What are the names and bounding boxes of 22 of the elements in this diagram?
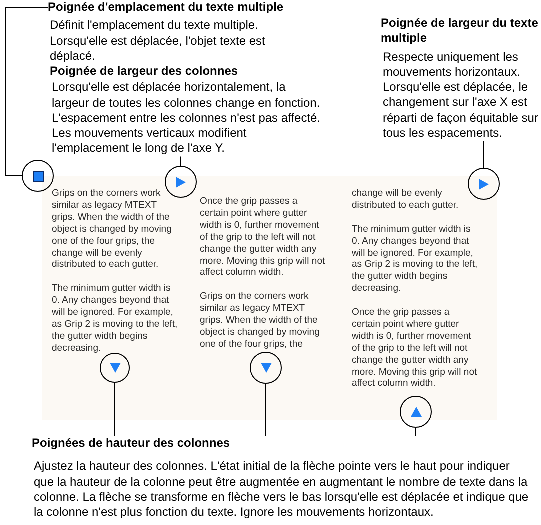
leader-line bbox=[6, 7, 48, 176]
callout-description: Respecte uniquement les mouvements horizontaux. Lorsqu'elle est déplacée, le changement sur l'axe X est réparti de façon équitable sur tous les espacements. bbox=[382, 50, 540, 142]
column-text: Grips on the corners work similar as legacy MTEXT grips. When the width of the object is changed by moving one of the four grips, the bbox=[200, 291, 321, 351]
grip-circle bbox=[100, 353, 130, 383]
leader-line bbox=[180, 156, 182, 166]
grip-circle bbox=[250, 352, 282, 384]
callout-heading: Poignée d'emplacement du texte multiple bbox=[48, 0, 285, 16]
leader-line bbox=[114, 382, 116, 436]
callout-heading: Poignée de largeur du texte multiple bbox=[381, 16, 540, 47]
grip-circle bbox=[400, 396, 432, 428]
callout-description: Définit l'emplacement du texte multiple. Lorsqu'elle est déplacée, l'objet texte est déplacé. bbox=[49, 18, 266, 64]
callout-heading: Poignée de largeur des colonnes bbox=[50, 64, 240, 80]
column-text: The minimum gutter width is 0. Any changes beyond that will be ignored. For example, as Grip 2 is moving to the left, the gutter width begins decreasing. bbox=[52, 283, 179, 355]
column-text: Grips on the corners work similar as legacy MTEXT grips. When the width of the object is changed by moving one of the four grips, the change will be evenly distributed to each gutter. bbox=[52, 188, 173, 272]
column-text: Once the grip passes a certain point where gutter width is 0, further movement of the grip to the left will not change the gutter width any more. Moving this grip will not affect column width. bbox=[352, 307, 478, 390]
callout-heading: Poignées de hauteur des colonnes bbox=[32, 436, 232, 452]
callout-description: Lorsqu'elle est déplacée horizontalement, la largeur de toutes les colonnes change en fonction. L'espacement entre les colonnes n'est pas affecté. Les mouvements verticaux modifient l'emplacement le long de l'axe Y. bbox=[51, 80, 322, 157]
text-frame bbox=[42, 176, 497, 420]
column-text: The minimum gutter width is 0. Any changes beyond that will be ignored. For example, as Grip 2 is moving to the left, the gutter width begins decreasing. bbox=[352, 224, 479, 296]
column-text: Once the grip passes a certain point where gutter width is 0, further movement of the grip to the left will not change the gutter width any more. Moving this grip will not affect column width. bbox=[200, 196, 326, 280]
column-text: change will be evenly distributed to each gutter. bbox=[352, 188, 460, 212]
callout-description: Ajustez la hauteur des colonnes. L'état initial de la flèche pointe vers le haut pour indiquer que la hauteur de la colonne peut être augmentée en augmentant le nombre de texte dans la colonne. La flèche se transforme en flèche vers le bas lorsqu'elle est déplacée et indique que la colonne n'est plus fonction du texte. Ignore les mouvements horizontaux. bbox=[33, 459, 530, 520]
